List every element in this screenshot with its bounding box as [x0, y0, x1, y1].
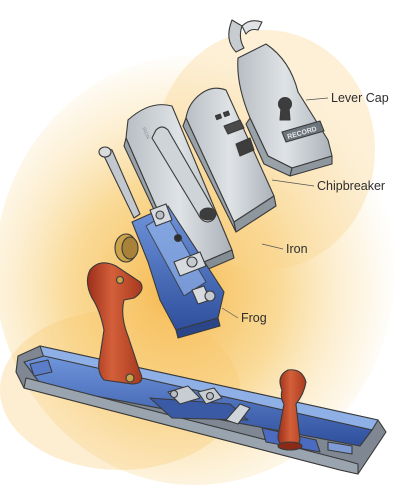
chipbreaker-label: Chipbreaker [317, 179, 386, 193]
frog-part [98, 146, 225, 339]
leader-lines [221, 97, 329, 319]
iron-label: Iron [286, 242, 308, 256]
lever-cap-part [228, 19, 333, 177]
lever-cap-label: Lever Cap [331, 91, 389, 105]
tote-handle [86, 262, 143, 385]
svg-text:IRON: IRON [140, 126, 151, 140]
chipbreaker-part [182, 87, 277, 233]
frog-label: Frog [241, 311, 267, 325]
front-knob [277, 369, 307, 451]
